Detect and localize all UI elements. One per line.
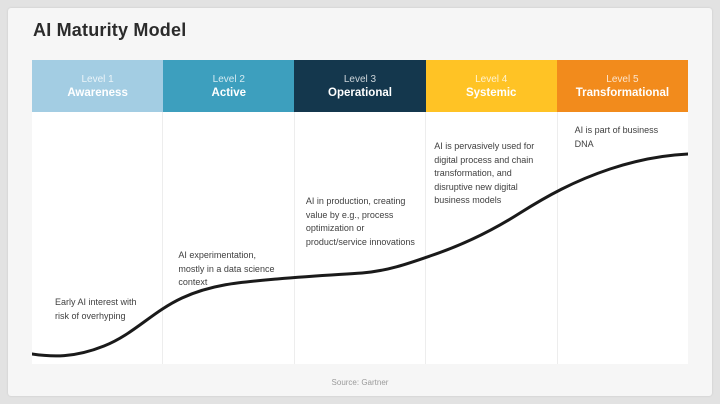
level-name: Transformational <box>575 86 670 99</box>
level-label: Level 3 <box>343 73 377 85</box>
level-column-1: Early AI interest with risk of overhypin… <box>32 112 164 364</box>
maturity-body: Early AI interest with risk of overhypin… <box>32 112 688 364</box>
level-name: Active <box>211 86 247 99</box>
page-title: AI Maturity Model <box>33 20 187 40</box>
level-name: Operational <box>328 86 392 99</box>
level-label: Level 1 <box>81 73 114 85</box>
level-description: Early AI interest with risk of overhypin… <box>55 297 137 321</box>
level-name: Systemic <box>465 86 517 99</box>
level-label: Level 2 <box>212 73 245 85</box>
level-column-3: AI in production, creating value by e.g.… <box>295 112 427 364</box>
level-description: AI experimentation, mostly in a data sci… <box>178 250 275 287</box>
source-caption: Source: Gartner <box>331 378 389 387</box>
level-name: Awareness <box>67 86 128 99</box>
level-column-4: AI is pervasively used for digital proce… <box>426 112 558 364</box>
level-label: Level 4 <box>475 73 508 85</box>
level-description: AI is pervasively used for digital proce… <box>434 141 535 205</box>
level-column-5: AI is part of business DNA <box>558 112 688 364</box>
level-column-2: AI experimentation, mostly in a data sci… <box>163 112 295 364</box>
level-label: Level 5 <box>606 73 639 85</box>
level-description: AI in production, creating value by e.g.… <box>305 196 415 247</box>
level-description: AI is part of business DNA <box>574 125 659 149</box>
